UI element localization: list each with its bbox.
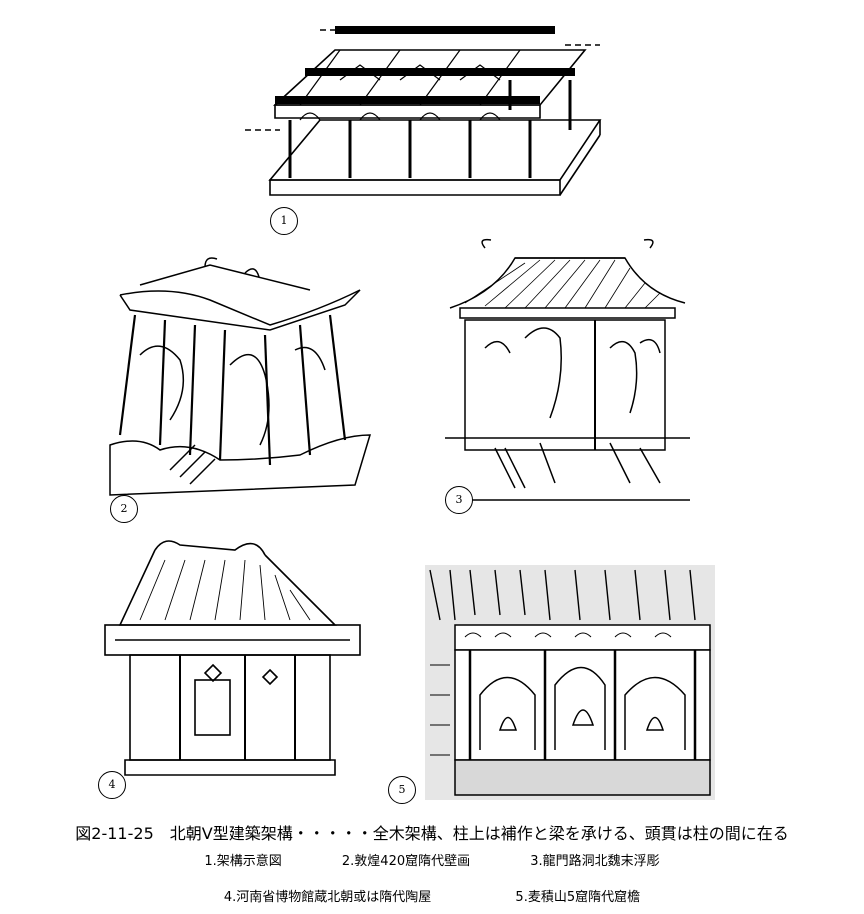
legend-item-2: 2.敦煌420窟隋代壁画 — [341, 854, 471, 869]
panel-4-pottery-house — [95, 530, 370, 800]
figure-title: 図2-11-25 北朝Ⅴ型建築架構・・・・・全木架構、柱上は補作と梁を承ける、頭… — [75, 824, 789, 843]
legend-item-4: 4.河南省博物館蔵北朝或は隋代陶屋 — [223, 890, 432, 905]
legend-item-5: 5.麦積山5窟隋代窟檐 — [515, 890, 641, 905]
panel-number-2: 2 — [110, 495, 138, 523]
panel-number-1: 1 — [270, 207, 298, 235]
legend-row-2: 4.河南省博物館蔵北朝或は隋代陶屋 5.麦積山5窟隋代窟檐 — [0, 886, 864, 905]
panel-5-maijishan-eaves — [425, 565, 715, 800]
legend-item-1: 1.架構示意図 — [204, 854, 282, 869]
legend-item-3: 3.龍門路洞北魏末浮彫 — [530, 854, 660, 869]
panel-1-frame-diagram — [240, 10, 620, 230]
panel-2-dunhuang-mural — [100, 255, 375, 510]
panel-number-3: 3 — [445, 486, 473, 514]
panel-3-longmen-relief — [445, 238, 690, 508]
legend-row-1: 1.架構示意図 2.敦煌420窟隋代壁画 3.龍門路洞北魏末浮彫 — [0, 850, 864, 869]
panel-number-4: 4 — [98, 771, 126, 799]
panel-number-5: 5 — [388, 776, 416, 804]
